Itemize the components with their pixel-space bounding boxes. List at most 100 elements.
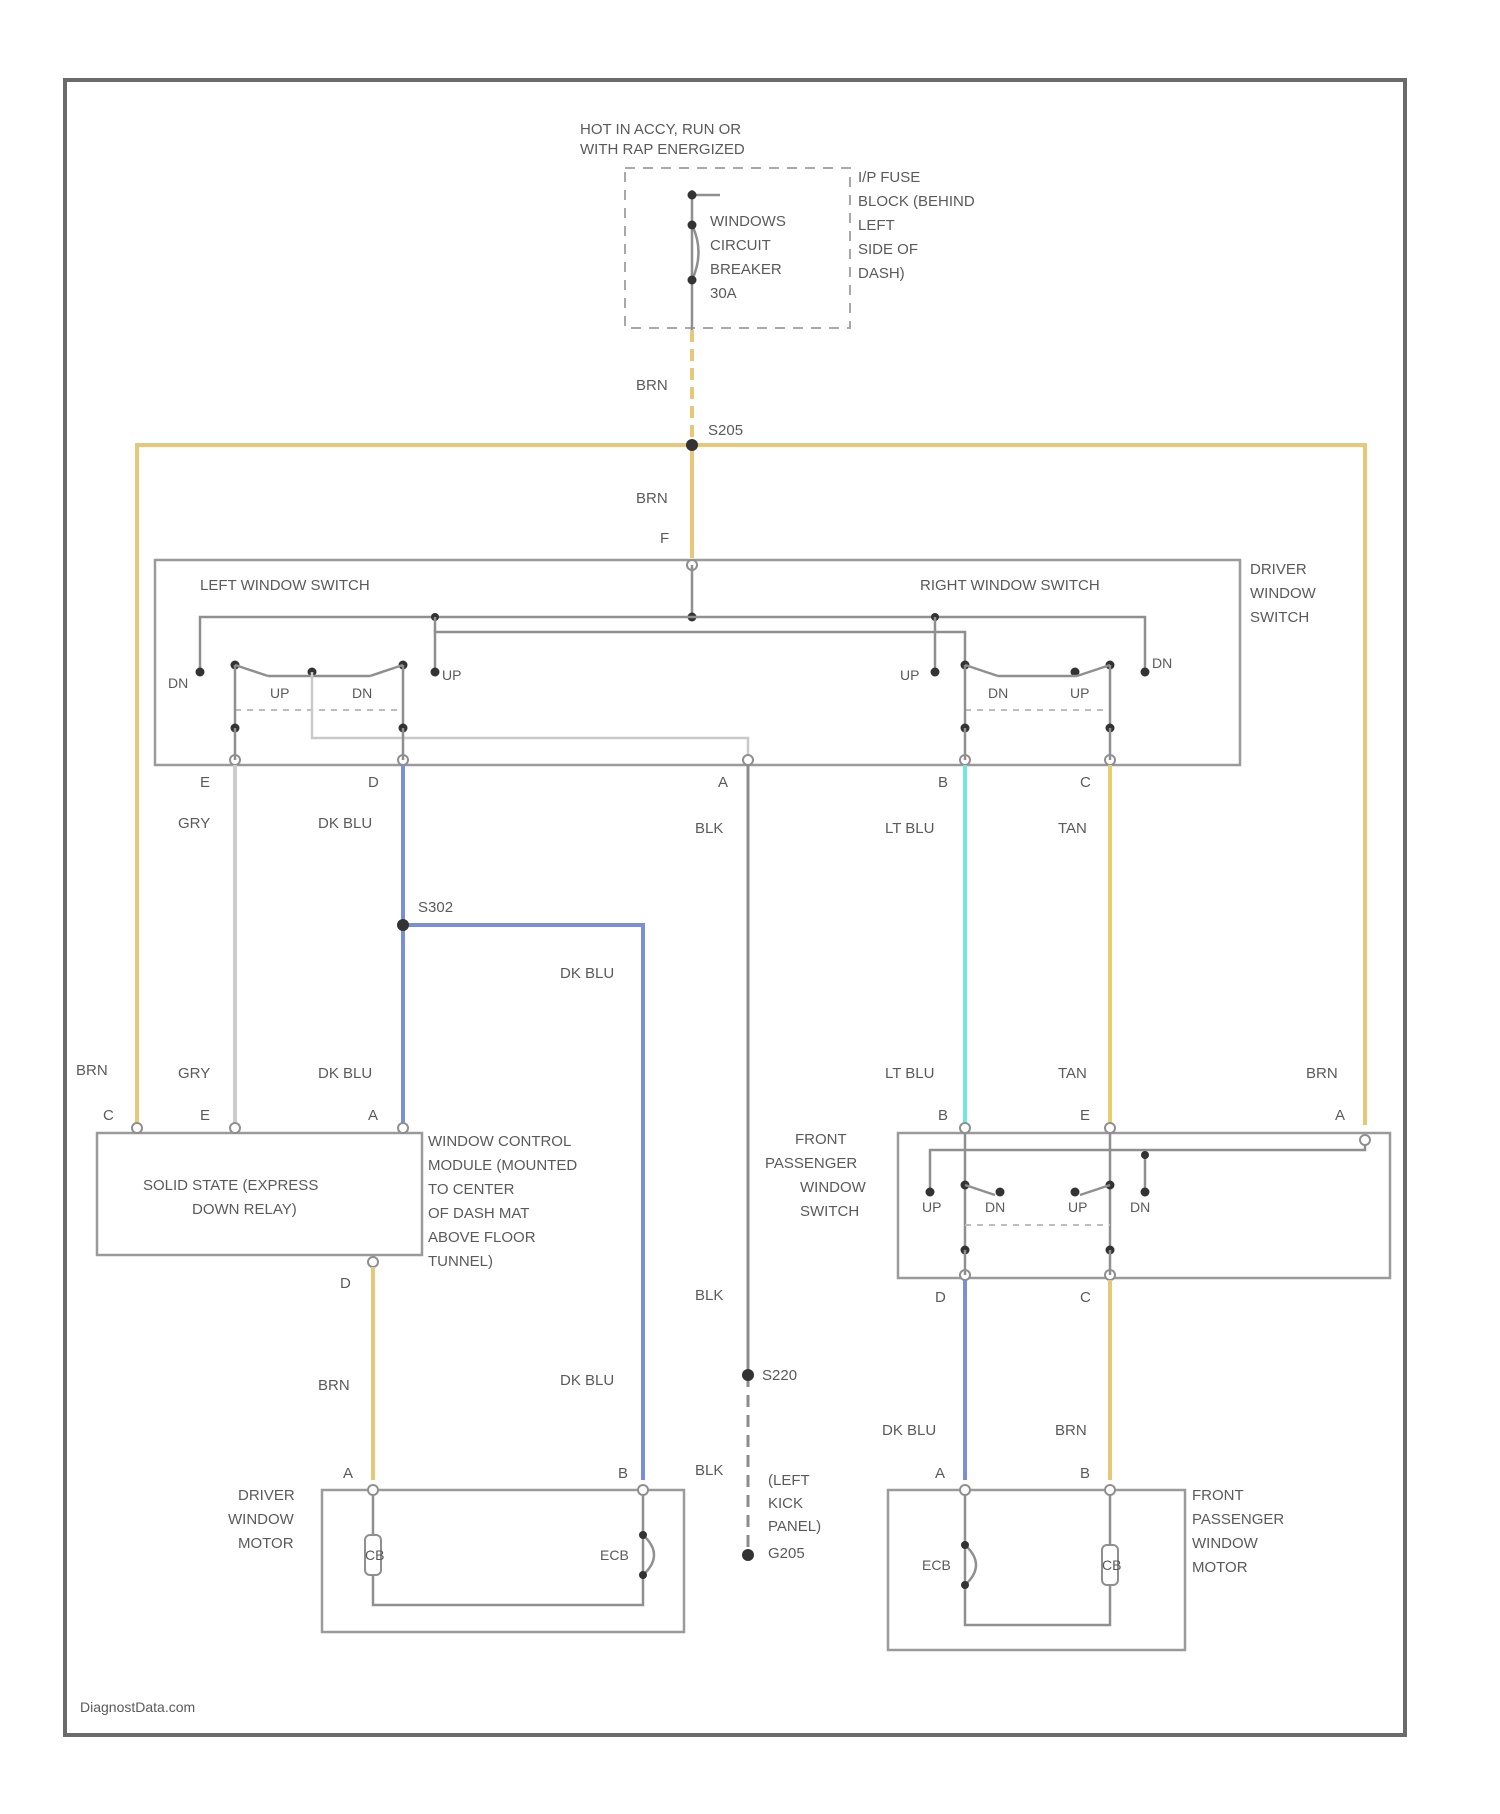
driver-switch-title-line1: DRIVER xyxy=(1250,561,1307,578)
splice-s205-label: S205 xyxy=(708,422,743,439)
driver-motor-pin-b: B xyxy=(618,1465,628,1482)
right-sw-up-label-1: UP xyxy=(900,667,919,683)
pass-sw-dn-label-1: DN xyxy=(985,1199,1005,1215)
driver-motor-title-line2: WINDOW xyxy=(228,1511,295,1528)
driver-motor-ecb-node-2 xyxy=(639,1571,647,1579)
driver-switch-pin-b: B xyxy=(938,774,948,791)
passenger-switch-terminal-e xyxy=(1105,1123,1115,1133)
driver-switch-pin-e: E xyxy=(200,774,210,791)
splice-s302-label: S302 xyxy=(418,899,453,916)
left-window-switch-label: LEFT WINDOW SWITCH xyxy=(200,577,370,594)
passenger-switch-title-line3: WINDOW xyxy=(800,1179,867,1196)
passenger-motor-ecb-label: ECB xyxy=(922,1557,951,1573)
driver-motor-cb-label: CB xyxy=(365,1547,384,1563)
passenger-motor-title-line2: PASSENGER xyxy=(1192,1511,1284,1528)
ground-location-line3: PANEL) xyxy=(768,1518,821,1535)
driver-switch-pin-a: A xyxy=(718,774,728,791)
right-window-switch-label: RIGHT WINDOW SWITCH xyxy=(920,577,1100,594)
driver-motor-ecb-node-1 xyxy=(639,1531,647,1539)
driver-switch-pin-d: D xyxy=(368,774,379,791)
passenger-switch-terminal-b xyxy=(960,1123,970,1133)
driver-motor-terminal-a xyxy=(368,1485,378,1495)
driver-motor-ecb-symbol xyxy=(643,1535,654,1575)
blk-label-3: BLK xyxy=(695,1462,723,1479)
left-sw-blade-2 xyxy=(370,665,403,676)
breaker-node-bottom xyxy=(688,276,697,285)
driver-motor-pin-a: A xyxy=(343,1465,353,1482)
passenger-motor-pin-a: A xyxy=(935,1465,945,1482)
splice-s220-label: S220 xyxy=(762,1367,797,1384)
ground-location-line1: (LEFT xyxy=(768,1472,810,1489)
right-sw-up-label-2: UP xyxy=(1070,685,1089,701)
driver-switch-title-line3: SWITCH xyxy=(1250,609,1309,626)
left-sw-dn-label-2: DN xyxy=(352,685,372,701)
pass-sw-dn-contact-2 xyxy=(1141,1188,1150,1197)
left-sw-up-contact xyxy=(431,668,440,677)
left-sw-up-label-2: UP xyxy=(442,667,461,683)
relay-terminal-d xyxy=(368,1257,378,1267)
driver-switch-ground-path xyxy=(312,672,748,765)
relay-pin-c: C xyxy=(103,1107,114,1124)
passenger-switch-pin-b: B xyxy=(938,1107,948,1124)
driver-switch-terminal-a xyxy=(743,755,753,765)
passenger-switch-pin-e: E xyxy=(1080,1107,1090,1124)
driver-switch-up-bus xyxy=(435,632,965,668)
dk-blu-label-4: DK BLU xyxy=(560,1372,614,1389)
module-text-line3: TO CENTER xyxy=(428,1181,515,1198)
left-sw-dn-label: DN xyxy=(168,675,188,691)
passenger-motor-title-line4: MOTOR xyxy=(1192,1559,1248,1576)
hot-label-line1: HOT IN ACCY, RUN OR xyxy=(580,121,741,138)
module-text-line6: TUNNEL) xyxy=(428,1253,493,1270)
brn-label-top: BRN xyxy=(636,377,668,394)
pass-sw-up-label-2: UP xyxy=(1068,1199,1087,1215)
pass-sw-dn-label-2: DN xyxy=(1130,1199,1150,1215)
passenger-motor-ecb-node-1 xyxy=(961,1541,969,1549)
passenger-switch-bus-node xyxy=(1141,1151,1149,1159)
module-text-line4: OF DASH MAT xyxy=(428,1205,529,1222)
passenger-motor-title-line3: WINDOW xyxy=(1192,1535,1259,1552)
ground-g205-dot xyxy=(742,1549,754,1561)
tan-label-1: TAN xyxy=(1058,820,1087,837)
brn-label-relay: BRN xyxy=(318,1377,350,1394)
brn-label-right: BRN xyxy=(1306,1065,1338,1082)
passenger-switch-pin-c: C xyxy=(1080,1289,1091,1306)
relay-terminal-e xyxy=(230,1123,240,1133)
driver-motor-title-line3: MOTOR xyxy=(238,1535,294,1552)
relay-terminal-a xyxy=(398,1123,408,1133)
brn-label-left: BRN xyxy=(76,1062,108,1079)
breaker-node-mid xyxy=(688,221,697,230)
brn-bus-wire xyxy=(137,445,1365,1125)
passenger-motor-terminal-b xyxy=(1105,1485,1115,1495)
passenger-motor-pin-b: B xyxy=(1080,1465,1090,1482)
dk-blu-label-1: DK BLU xyxy=(318,815,372,832)
passenger-motor-cb-label: CB xyxy=(1102,1557,1121,1573)
passenger-switch-up-bus xyxy=(930,1145,1365,1190)
relay-pin-d: D xyxy=(340,1275,351,1292)
passenger-motor-ecb-symbol xyxy=(965,1545,976,1585)
blk-label-2: BLK xyxy=(695,1287,723,1304)
brn-label-mid: BRN xyxy=(636,490,668,507)
ground-g205-label: G205 xyxy=(768,1545,805,1562)
driver-switch-dn-bus xyxy=(200,617,1145,668)
watermark: DiagnostData.com xyxy=(80,1699,195,1715)
right-sw-up-contact xyxy=(931,668,940,677)
passenger-motor-title-line1: FRONT xyxy=(1192,1487,1244,1504)
passenger-switch-terminal-a xyxy=(1360,1135,1370,1145)
breaker-label-line4: 30A xyxy=(710,285,737,302)
pass-sw-up-label-1: UP xyxy=(922,1199,941,1215)
brn-label-passenger: BRN xyxy=(1055,1422,1087,1439)
module-text-line1: WINDOW CONTROL xyxy=(428,1133,571,1150)
express-down-relay-box xyxy=(97,1133,422,1255)
driver-motor-terminal-b xyxy=(638,1485,648,1495)
driver-switch-title-line2: WINDOW xyxy=(1250,585,1317,602)
fuse-location-line2: BLOCK (BEHIND xyxy=(858,193,975,210)
passenger-switch-title-line4: SWITCH xyxy=(800,1203,859,1220)
module-text-line5: ABOVE FLOOR xyxy=(428,1229,536,1246)
right-sw-blade-1 xyxy=(965,665,998,676)
splice-s205-dot xyxy=(686,439,698,451)
driver-motor-title-line1: DRIVER xyxy=(238,1487,295,1504)
gry-label-lower: GRY xyxy=(178,1065,210,1082)
left-sw-dn-contact xyxy=(196,668,205,677)
dk-blu-wire-to-motor xyxy=(403,925,643,1480)
